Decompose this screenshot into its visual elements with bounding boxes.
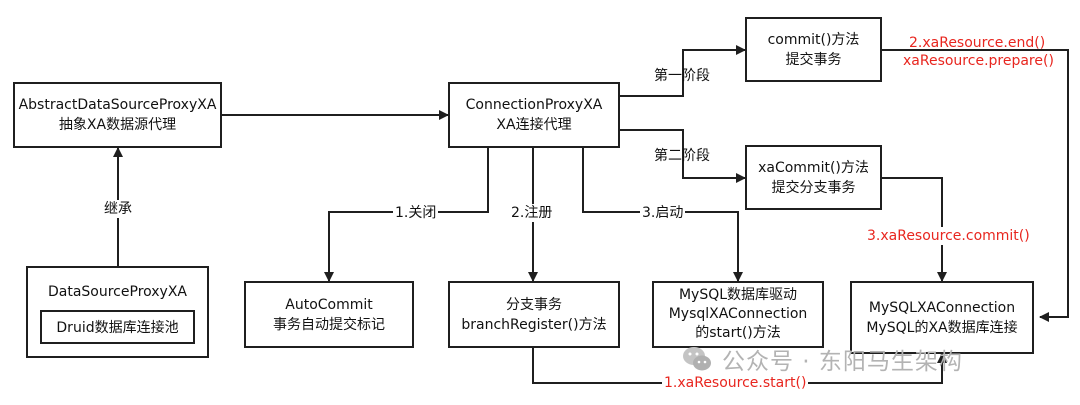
- label-start: 3.启动: [640, 204, 686, 222]
- label-register: 2.注册: [509, 204, 555, 222]
- watermark: 公众号 · 东阳马生架构: [682, 344, 963, 375]
- node-mysqldriver-line2: MysqlXAConnection: [668, 306, 808, 322]
- label-close: 1.关闭: [393, 204, 439, 222]
- node-branch-line1: 分支事务: [506, 296, 562, 313]
- node-mysqldriver-line1: MySQL数据库驱动: [678, 287, 798, 303]
- wechat-icon: [683, 347, 711, 371]
- node-connection-proxy-xa: ConnectionProxyXA XA连接代理: [448, 82, 620, 148]
- node-datasource-title: DataSourceProxyXA: [47, 284, 188, 300]
- node-commit-method: commit()方法 提交事务: [745, 17, 882, 82]
- node-commit-line2: 提交事务: [785, 51, 842, 68]
- label-phase1: 第一阶段: [654, 68, 710, 84]
- node-mysqlxa-line1: MySQLXAConnection: [868, 299, 1016, 316]
- node-branch-transaction: 分支事务 branchRegister()方法: [448, 281, 620, 348]
- edge-commit-to-mysqlxa: [882, 49, 1069, 322]
- node-abstract-line1: AbstractDataSourceProxyXA: [18, 97, 217, 113]
- edge-xacommit-to-mysqlxa: [882, 177, 947, 282]
- node-mysql-xa-connection: MySQLXAConnection MySQL的XA数据库连接: [850, 281, 1034, 354]
- annotation-xaresource-prepare: xaResource.prepare(): [903, 53, 1054, 69]
- node-connection-line2: XA连接代理: [496, 117, 572, 133]
- node-connection-line1: ConnectionProxyXA: [465, 97, 603, 113]
- label-inherit: 继承: [102, 200, 134, 218]
- node-mysqlxa-line2: MySQL的XA数据库连接: [866, 319, 1018, 336]
- node-xacommit-method: xaCommit()方法 提交分支事务: [745, 145, 882, 210]
- node-druid-pool: Druid数据库连接池: [40, 310, 195, 344]
- label-phase2: 第二阶段: [654, 148, 710, 164]
- node-abstract-datasource-proxy-xa: AbstractDataSourceProxyXA 抽象XA数据源代理: [13, 82, 222, 148]
- node-branch-line2: branchRegister()方法: [461, 316, 607, 333]
- node-autocommit-line1: AutoCommit: [285, 296, 373, 313]
- annotation-xaresource-end: 2.xaResource.end(): [909, 35, 1046, 51]
- annotation-xaresource-start: 1.xaResource.start(): [662, 374, 809, 392]
- node-autocommit: AutoCommit 事务自动提交标记: [244, 281, 414, 348]
- node-mysql-driver: MySQL数据库驱动 MysqlXAConnection 的start()方法: [652, 281, 824, 348]
- node-abstract-line2: 抽象XA数据源代理: [58, 117, 177, 133]
- node-autocommit-line2: 事务自动提交标记: [273, 316, 385, 333]
- node-xacommit-line2: 提交分支事务: [771, 179, 856, 196]
- edge-phase1: [620, 45, 746, 97]
- node-mysqldriver-line3: 的start()方法: [695, 325, 781, 341]
- node-commit-line1: commit()方法: [767, 31, 860, 48]
- node-xacommit-line1: xaCommit()方法: [758, 159, 869, 176]
- annotation-xaresource-commit: 3.xaResource.commit(): [865, 227, 1032, 245]
- edge-phase2: [620, 129, 746, 183]
- watermark-text: 公众号 · 东阳马生架构: [722, 349, 963, 375]
